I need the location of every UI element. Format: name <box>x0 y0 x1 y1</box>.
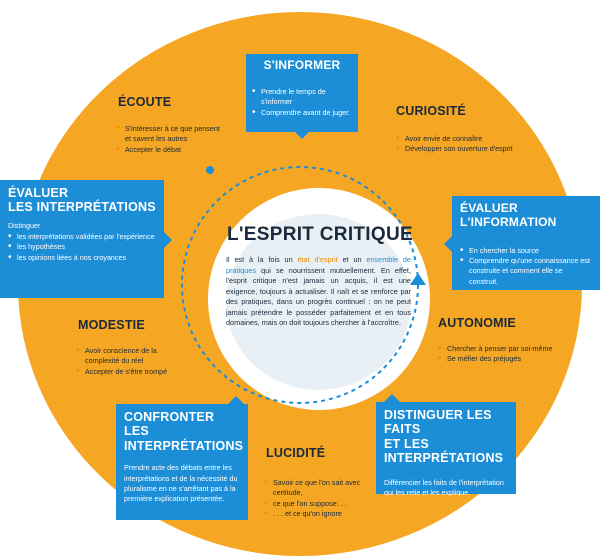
list-item: Chercher à penser par soi-même <box>438 344 568 354</box>
list-item: Accepter le débat <box>116 145 226 155</box>
evaluer-interpretations-subtitle: Distinguer <box>8 220 41 230</box>
evaluer-interpretations-title-2: LES INTERPRÉTATIONS <box>8 200 156 215</box>
curiosite-title: CURIOSITÉ <box>396 104 466 118</box>
arrow-head-icon <box>410 273 426 285</box>
list-item: S'intéresser à ce que pensent et savent … <box>116 124 226 145</box>
modestie-title: MODESTIE <box>78 318 145 332</box>
list-item: les hypothèses <box>8 242 156 252</box>
sinformer-title: S'INFORMER <box>263 58 341 72</box>
list-item: Accepter de s'être trompé <box>76 367 178 377</box>
confronter-text: Prendre acte des débats entre les interp… <box>124 463 238 504</box>
evaluer-information-box: ÉVALUER L'INFORMATION En chercher la sou… <box>452 196 600 290</box>
distinguer-title-1: DISTINGUER LES FAITS <box>384 408 492 437</box>
pointer-triangle <box>228 396 244 404</box>
list-item: Comprendre qu'une connaissance est const… <box>460 256 592 287</box>
pointer-triangle <box>444 236 452 252</box>
list-item: Avoir conscience de la complexité du rée… <box>76 346 178 367</box>
confronter-title-2: LES INTERPRÉTATIONS <box>124 424 244 453</box>
distinguer-text: Différencier les faits de l'interprétati… <box>384 477 504 497</box>
list-item: Savoir ce que l'on sait avec certitude, <box>264 478 364 499</box>
list-item: Se méfier des préjugés <box>438 354 568 364</box>
brain-illustration <box>226 214 411 390</box>
distinguer-faits-box: DISTINGUER LES FAITS ET LES INTERPRÉTATI… <box>376 402 516 497</box>
evaluer-interpretations-box: ÉVALUER LES INTERPRÉTATIONS Distinguer l… <box>0 180 164 298</box>
pointer-triangle <box>294 131 310 139</box>
evaluer-information-title: ÉVALUER L'INFORMATION <box>460 201 557 229</box>
distinguer-title-2: ET LES INTERPRÉTATIONS <box>384 436 504 466</box>
dashed-cycle-arrow <box>181 166 426 404</box>
evaluer-interpretations-title-1: ÉVALUER <box>8 186 69 200</box>
pointer-triangle <box>164 232 172 248</box>
confronter-interpretations-box: CONFRONTER LES INTERPRÉTATIONS Prendre a… <box>116 404 248 520</box>
ecoute-title: ÉCOUTE <box>118 95 172 109</box>
list-item: . . . et ce qu'on ignore <box>264 509 364 519</box>
sinformer-box: S'INFORMER Prendre le temps de s'informe… <box>246 54 358 132</box>
confronter-title-1: CONFRONTER <box>124 410 215 424</box>
list-item: ce que l'on suppose. . . <box>264 499 364 509</box>
pointer-triangle <box>384 394 400 402</box>
list-item: Avoir envie de connaître <box>396 134 526 144</box>
autonomie-title: AUTONOMIE <box>438 316 516 330</box>
list-item: Comprendre avant de juger. <box>252 108 352 118</box>
list-item: Développer son ouverture d'esprit <box>396 144 526 154</box>
list-item: Prendre le temps de s'informer <box>252 87 352 108</box>
cycle-dot <box>206 166 214 174</box>
list-item: les interprétations validées par l'expér… <box>8 232 156 242</box>
list-item: les opinions liées à nos croyances <box>8 253 156 263</box>
central-description: Il est à la fois un état d'esprit et un … <box>226 255 411 328</box>
central-title: L'ESPRIT CRITIQUE <box>227 224 413 245</box>
list-item: En chercher la source <box>460 246 592 256</box>
lucidite-title: LUCIDITÉ <box>266 446 326 460</box>
